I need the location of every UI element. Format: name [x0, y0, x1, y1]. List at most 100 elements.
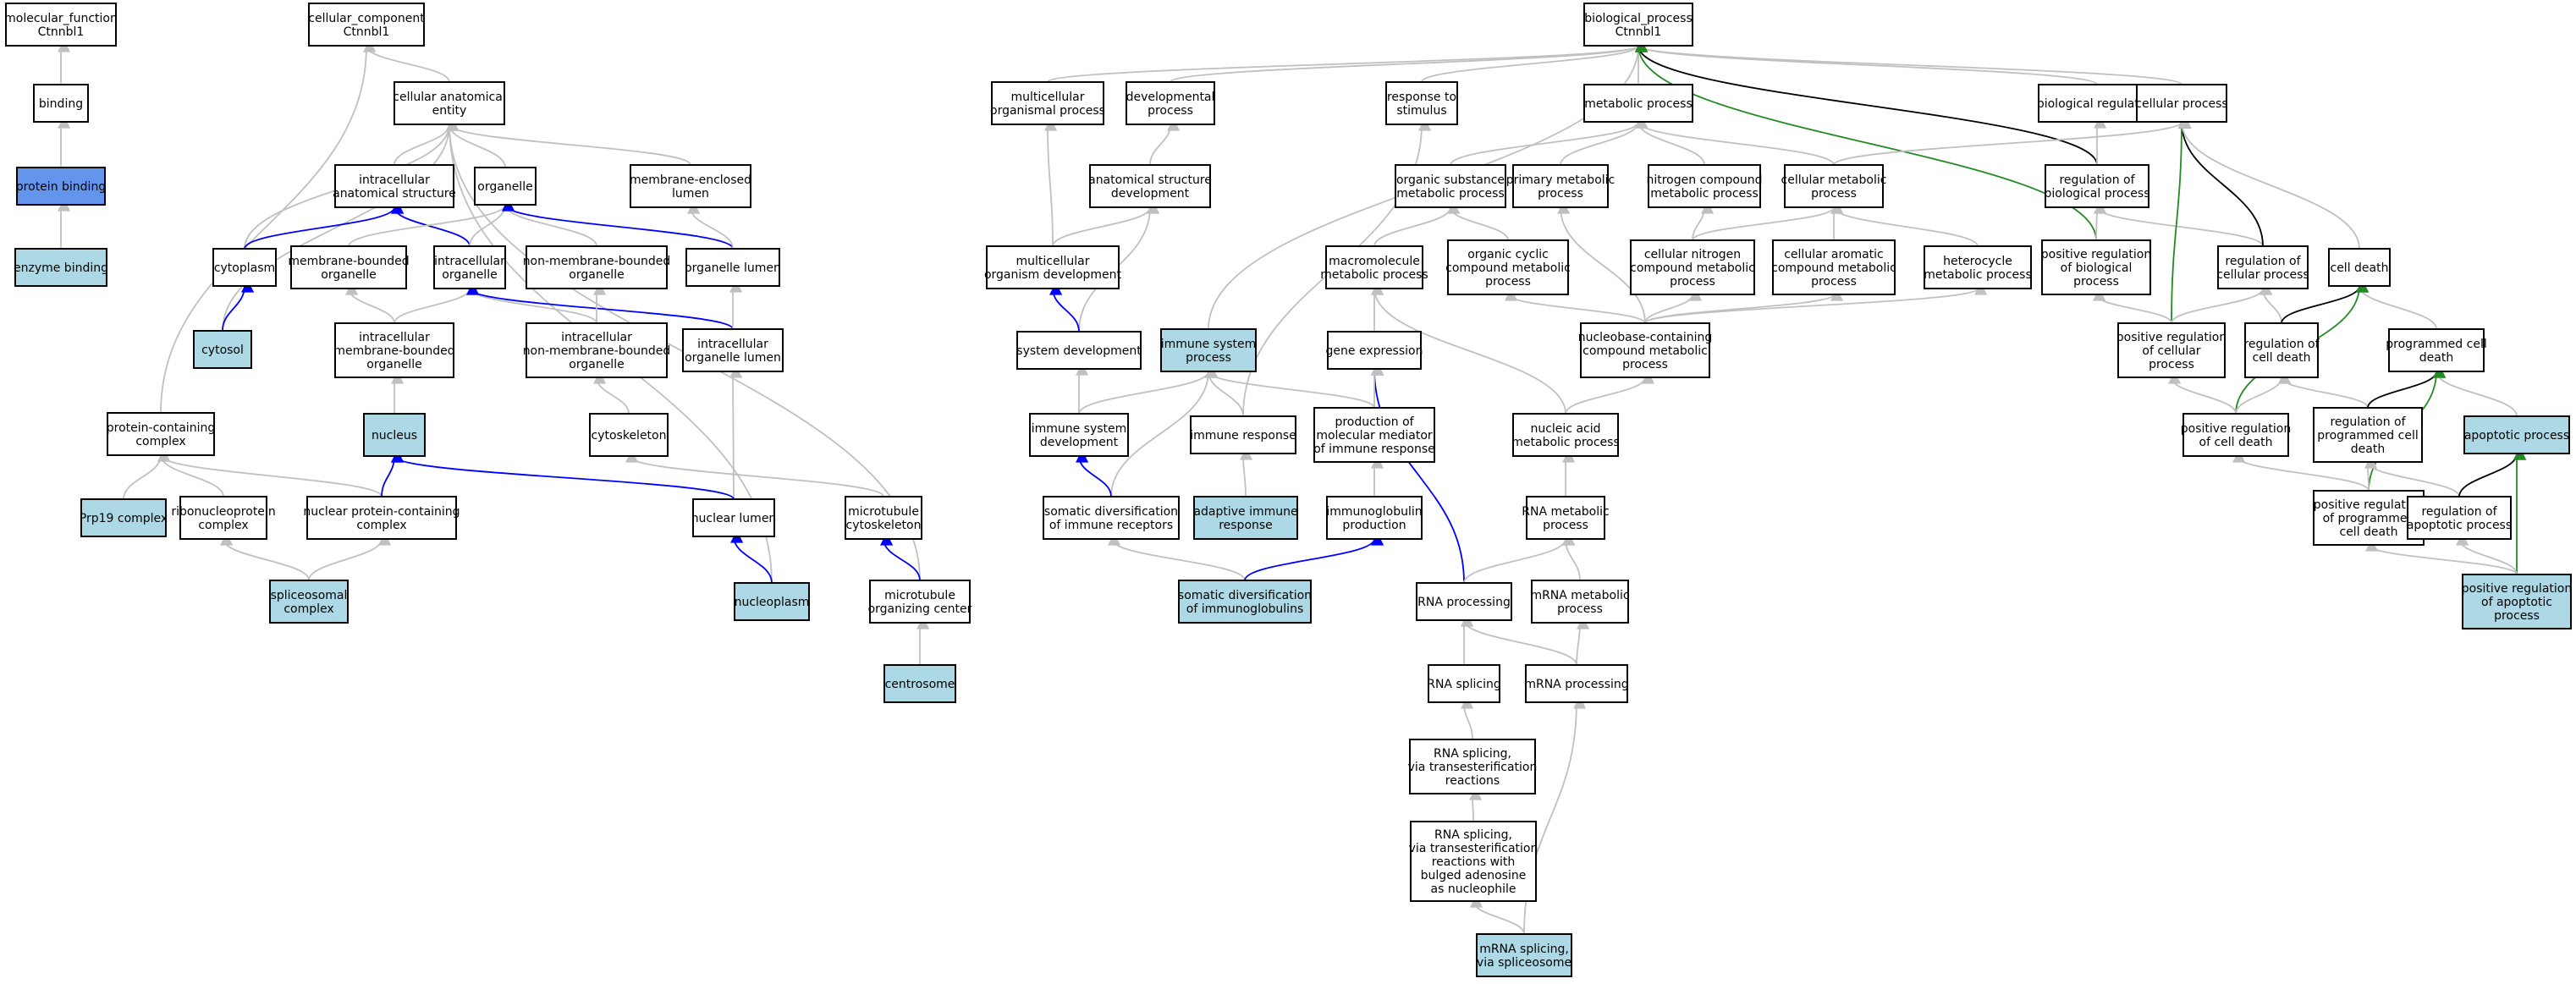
go-term-node-mrnaproc[interactable]: mRNA processing	[1524, 664, 1629, 703]
go-term-node-cellp[interactable]: cellular process	[2135, 84, 2228, 123]
node-box	[1326, 496, 1423, 540]
node-label-line: compound metabolic	[1630, 261, 1755, 275]
edge-devp-to-bp	[1170, 39, 1648, 83]
go-term-node-ge[interactable]: gene expression	[1326, 331, 1423, 370]
go-term-node-cytosol[interactable]: cytosol	[193, 330, 252, 369]
go-term-node-binding[interactable]: binding	[33, 84, 89, 123]
go-term-node-cytoplasm[interactable]: cytoplasm	[212, 248, 277, 287]
go-term-node-centrosome[interactable]: centrosome	[883, 664, 956, 703]
go-term-node-rnasplice[interactable]: RNA splicing	[1427, 664, 1501, 703]
node-label-line: adaptive immune	[1193, 505, 1297, 519]
go-term-node-app[interactable]: apoptotic process	[2463, 415, 2570, 454]
node-label-line: regulation of	[2225, 255, 2301, 268]
go-term-node-nl[interactable]: nuclear lumen	[691, 498, 777, 537]
node-label: centrosome	[885, 678, 955, 691]
edge-ias-to-cae	[394, 118, 460, 166]
go-term-node-sysdev[interactable]: system development	[1016, 331, 1142, 370]
go-term-node-ol[interactable]: organelle lumen	[685, 248, 781, 287]
go-term-node-cytoskeleton[interactable]: cytoskeleton	[589, 413, 669, 457]
go-term-node-enzyme_binding[interactable]: enzyme binding	[14, 248, 108, 287]
go-term-node-organelle[interactable]: organelle	[474, 167, 537, 206]
node-label-line: protein-containing	[107, 421, 215, 435]
node-label-line: Ctnnbl1	[344, 25, 390, 39]
go-term-node-prp19[interactable]: Prp19 complex	[80, 498, 168, 537]
edge-pmp-to-metp	[1560, 115, 1649, 166]
go-term-node-rnaproc[interactable]: RNA processing	[1416, 582, 1512, 621]
go-term-node-mrnasplice[interactable]: mRNA splicing,via spliceosome	[1476, 933, 1572, 977]
go-term-node-ir[interactable]: immune response	[1190, 415, 1296, 454]
edge-pcc-to-cc	[160, 39, 377, 414]
node-box	[1526, 496, 1605, 540]
node-label-line: apoptotic process	[2407, 519, 2512, 532]
go-term-node-nucleus[interactable]: nucleus	[363, 413, 426, 457]
node-label-line: regulation of	[2330, 415, 2406, 429]
go-term-node-protein_binding[interactable]: protein binding	[16, 167, 106, 206]
go-term-node-metp[interactable]: metabolic process	[1583, 84, 1693, 123]
edge-rcp-to-rbp	[2094, 201, 2264, 247]
go-term-node-celldeath[interactable]: cell death	[2328, 248, 2391, 287]
go-term-node-nucleoplasm[interactable]: nucleoplasm	[734, 582, 810, 621]
node-label-line: process	[1622, 358, 1668, 371]
